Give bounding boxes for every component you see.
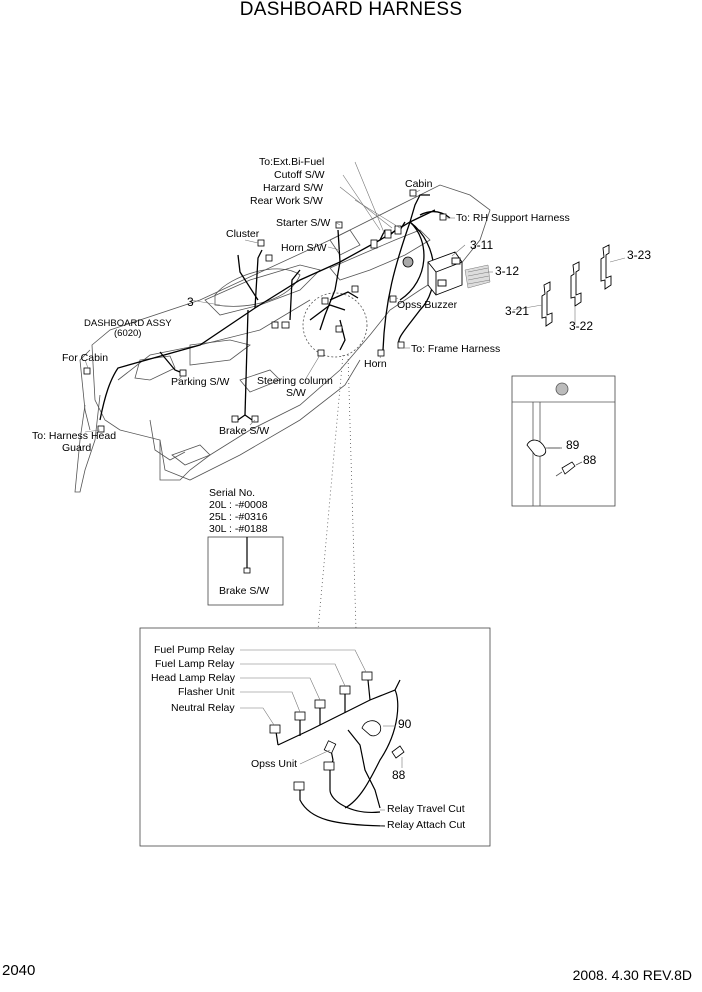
label-part-3: 3 <box>187 295 194 309</box>
pad-3-12 <box>464 264 491 289</box>
serial-20l: 20L : -#0008 <box>209 499 268 511</box>
label-fuel-pump-relay: Fuel Pump Relay <box>154 644 235 656</box>
steering-column-ring <box>302 292 368 358</box>
fuel-lamp-relay <box>339 685 351 695</box>
label-dashboard-assy-code: (6020) <box>114 328 142 339</box>
label-part-3-21: 3-21 <box>505 304 530 318</box>
label-part-3-22: 3-22 <box>569 319 594 333</box>
label-relay-attach-cut: Relay Attach Cut <box>387 819 466 831</box>
label-ext-bi-fuel: To:Ext.Bi-Fuel <box>259 156 325 168</box>
fuel-pump-relay <box>361 671 373 681</box>
label-guard: Guard <box>62 442 92 454</box>
label-for-cabin: For Cabin <box>62 352 109 364</box>
label-relay-88: 88 <box>392 768 406 782</box>
label-opss-unit: Opss Unit <box>251 758 298 770</box>
label-part-3-23: 3-23 <box>627 248 652 262</box>
serial-heading: Serial No. <box>209 487 256 499</box>
label-neutral-relay: Neutral Relay <box>171 702 235 714</box>
label-cabin: Cabin <box>405 178 433 190</box>
label-cluster: Cluster <box>226 228 260 240</box>
label-opss-buzzer: Opss Buzzer <box>397 299 458 311</box>
label-part-3-11: 3-11 <box>470 238 494 252</box>
label-clamp-88: 88 <box>583 453 597 467</box>
serial-30l: 30L : -#0188 <box>209 523 268 535</box>
label-harzard-sw: Harzard S/W <box>263 182 324 194</box>
label-cutoff-sw: Cutoff S/W <box>274 169 325 181</box>
relay-harness-wire <box>277 679 401 746</box>
opss-unit <box>323 740 337 754</box>
flasher-unit <box>294 711 306 721</box>
label-flasher-unit: Flasher Unit <box>178 686 235 698</box>
serial-brake-sw: Brake S/W <box>219 585 270 597</box>
main-harness-wire <box>99 209 436 421</box>
serial-box <box>207 536 284 606</box>
label-part-3-12: 3-12 <box>495 264 520 278</box>
label-horn-sw: Horn S/W <box>281 242 327 254</box>
neutral-relay <box>269 724 281 734</box>
opss-buzzer-box <box>427 251 463 296</box>
label-clamp-89: 89 <box>566 438 580 452</box>
label-rh-support: To: RH Support Harness <box>456 212 570 224</box>
relay-detail-box <box>139 627 491 847</box>
bracket-3-22 <box>570 261 582 307</box>
label-horn: Horn <box>364 358 387 370</box>
label-part-90: 90 <box>398 717 412 731</box>
bracket-3-21 <box>541 281 553 327</box>
label-head-lamp-relay: Head Lamp Relay <box>151 672 236 684</box>
label-frame-harness: To: Frame Harness <box>411 343 501 355</box>
label-dashboard-assy: DASHBOARD ASSY <box>84 318 172 329</box>
dashboard-body <box>91 184 491 481</box>
label-parking-sw: Parking S/W <box>171 376 230 388</box>
label-relay-travel-cut: Relay Travel Cut <box>387 803 465 815</box>
label-rear-work-sw: Rear Work S/W <box>250 195 323 207</box>
bracket-3-23 <box>600 244 612 290</box>
label-fuel-lamp-relay: Fuel Lamp Relay <box>155 658 235 670</box>
revision-date: 2008. 4.30 REV.8D <box>572 967 692 983</box>
label-steering-column-sw: S/W <box>286 387 306 399</box>
clamp-detail-box <box>511 375 616 507</box>
page-number: 2040 <box>2 962 36 979</box>
dashboard-front-panel <box>159 359 361 481</box>
label-harness-head: To: Harness Head <box>32 430 117 442</box>
label-brake-sw: Brake S/W <box>219 425 270 437</box>
page-title: DASHBOARD HARNESS <box>239 0 463 20</box>
head-lamp-relay <box>314 699 326 709</box>
label-steering-column: Steering column <box>257 375 333 387</box>
label-starter-sw: Starter S/W <box>276 217 331 229</box>
serial-25l: 25L : -#0316 <box>209 511 268 523</box>
